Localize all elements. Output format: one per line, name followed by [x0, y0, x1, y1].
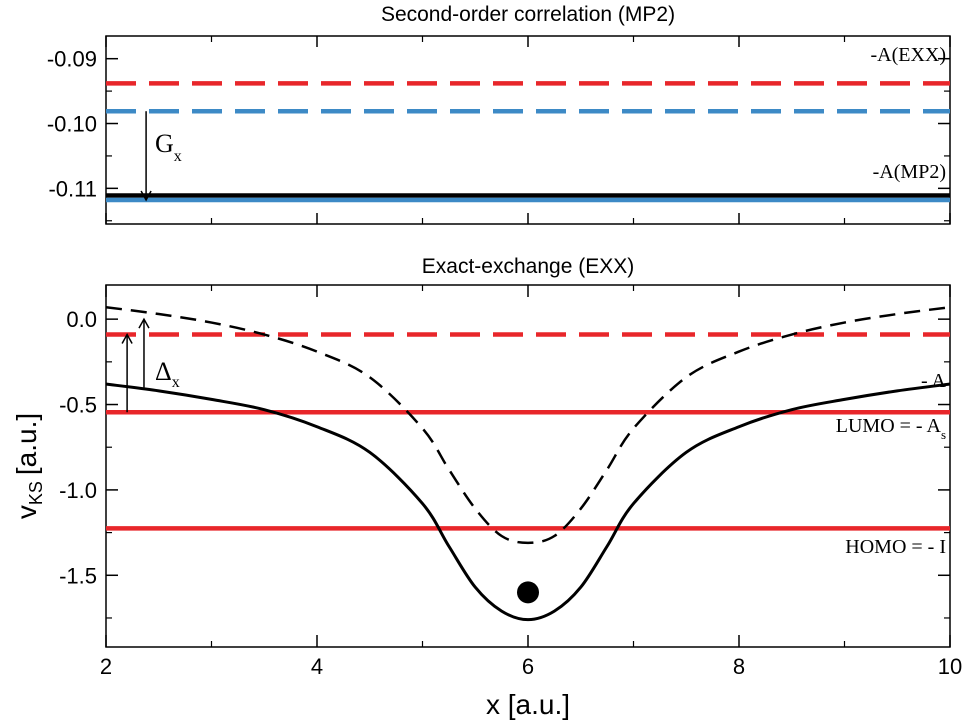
x-tick-label: 10	[938, 654, 962, 679]
delta-symbol: Δ	[155, 357, 172, 386]
y-tick-label: -0.09	[47, 47, 97, 72]
data-point	[517, 581, 539, 604]
y-axis-unit: [a.u.]	[11, 413, 42, 475]
gx-subscript: x	[174, 148, 182, 165]
y-tick-label: 0.0	[66, 307, 97, 332]
delta-subscript: x	[172, 374, 180, 391]
reference-lines	[106, 332, 950, 531]
hline-label-lumo: LUMO = - As	[836, 415, 946, 442]
x-axis-label: x [a.u.]	[486, 689, 570, 720]
y-tick-label: -1.5	[59, 563, 97, 588]
gx-arrow-head	[140, 190, 152, 202]
x-tick-label: 4	[311, 654, 323, 679]
hline-label-homo: HOMO = - I	[845, 536, 946, 558]
hline-label-a: - A	[921, 370, 947, 392]
panel-exx: Exact-exchange (EXX) 0.0 -0.5 -1.0 -1.5 2 4 6 8…	[11, 255, 962, 720]
panel-title: Second-order correlation (MP2)	[381, 3, 675, 26]
hline-label-mp2: -A(MP2)	[873, 161, 946, 183]
y-axis-symbol: v	[11, 505, 42, 519]
y-tick-label: -1.0	[59, 478, 97, 503]
hline-label-exx: -A(EXX)	[870, 44, 946, 66]
delta-arrow-long-head	[138, 317, 150, 329]
axis-ticks: 0.0 -0.5 -1.0 -1.5 2 4 6 8 10	[59, 285, 962, 679]
y-tick-label: -0.10	[47, 112, 97, 137]
lumo-subscript: s	[941, 427, 946, 442]
y-axis-label: vKS [a.u.]	[11, 413, 46, 519]
x-tick-label: 2	[100, 654, 112, 679]
y-axis-subscript: KS	[26, 481, 46, 505]
panel-mp2: Second-order correlation (MP2) -0.11-0.1…	[47, 3, 951, 225]
panel-title: Exact-exchange (EXX)	[422, 255, 634, 278]
gx-label: Gx	[155, 129, 182, 165]
gx-symbol: G	[155, 129, 174, 158]
y-ticks: -0.11 -0.10 -0.09	[47, 36, 951, 224]
x-tick-label: 6	[522, 654, 534, 679]
x-tick-label: 8	[733, 654, 745, 679]
y-tick-label: -0.11	[48, 176, 97, 201]
y-tick-label: -0.5	[59, 393, 97, 418]
lumo-text: LUMO = - A	[836, 415, 942, 437]
delta-arrow-short-head	[121, 332, 133, 344]
delta-label: Δx	[155, 357, 180, 391]
series-solid-curve	[105, 382, 951, 622]
series-dashed-curve	[105, 305, 951, 545]
reference-lines	[106, 81, 950, 203]
